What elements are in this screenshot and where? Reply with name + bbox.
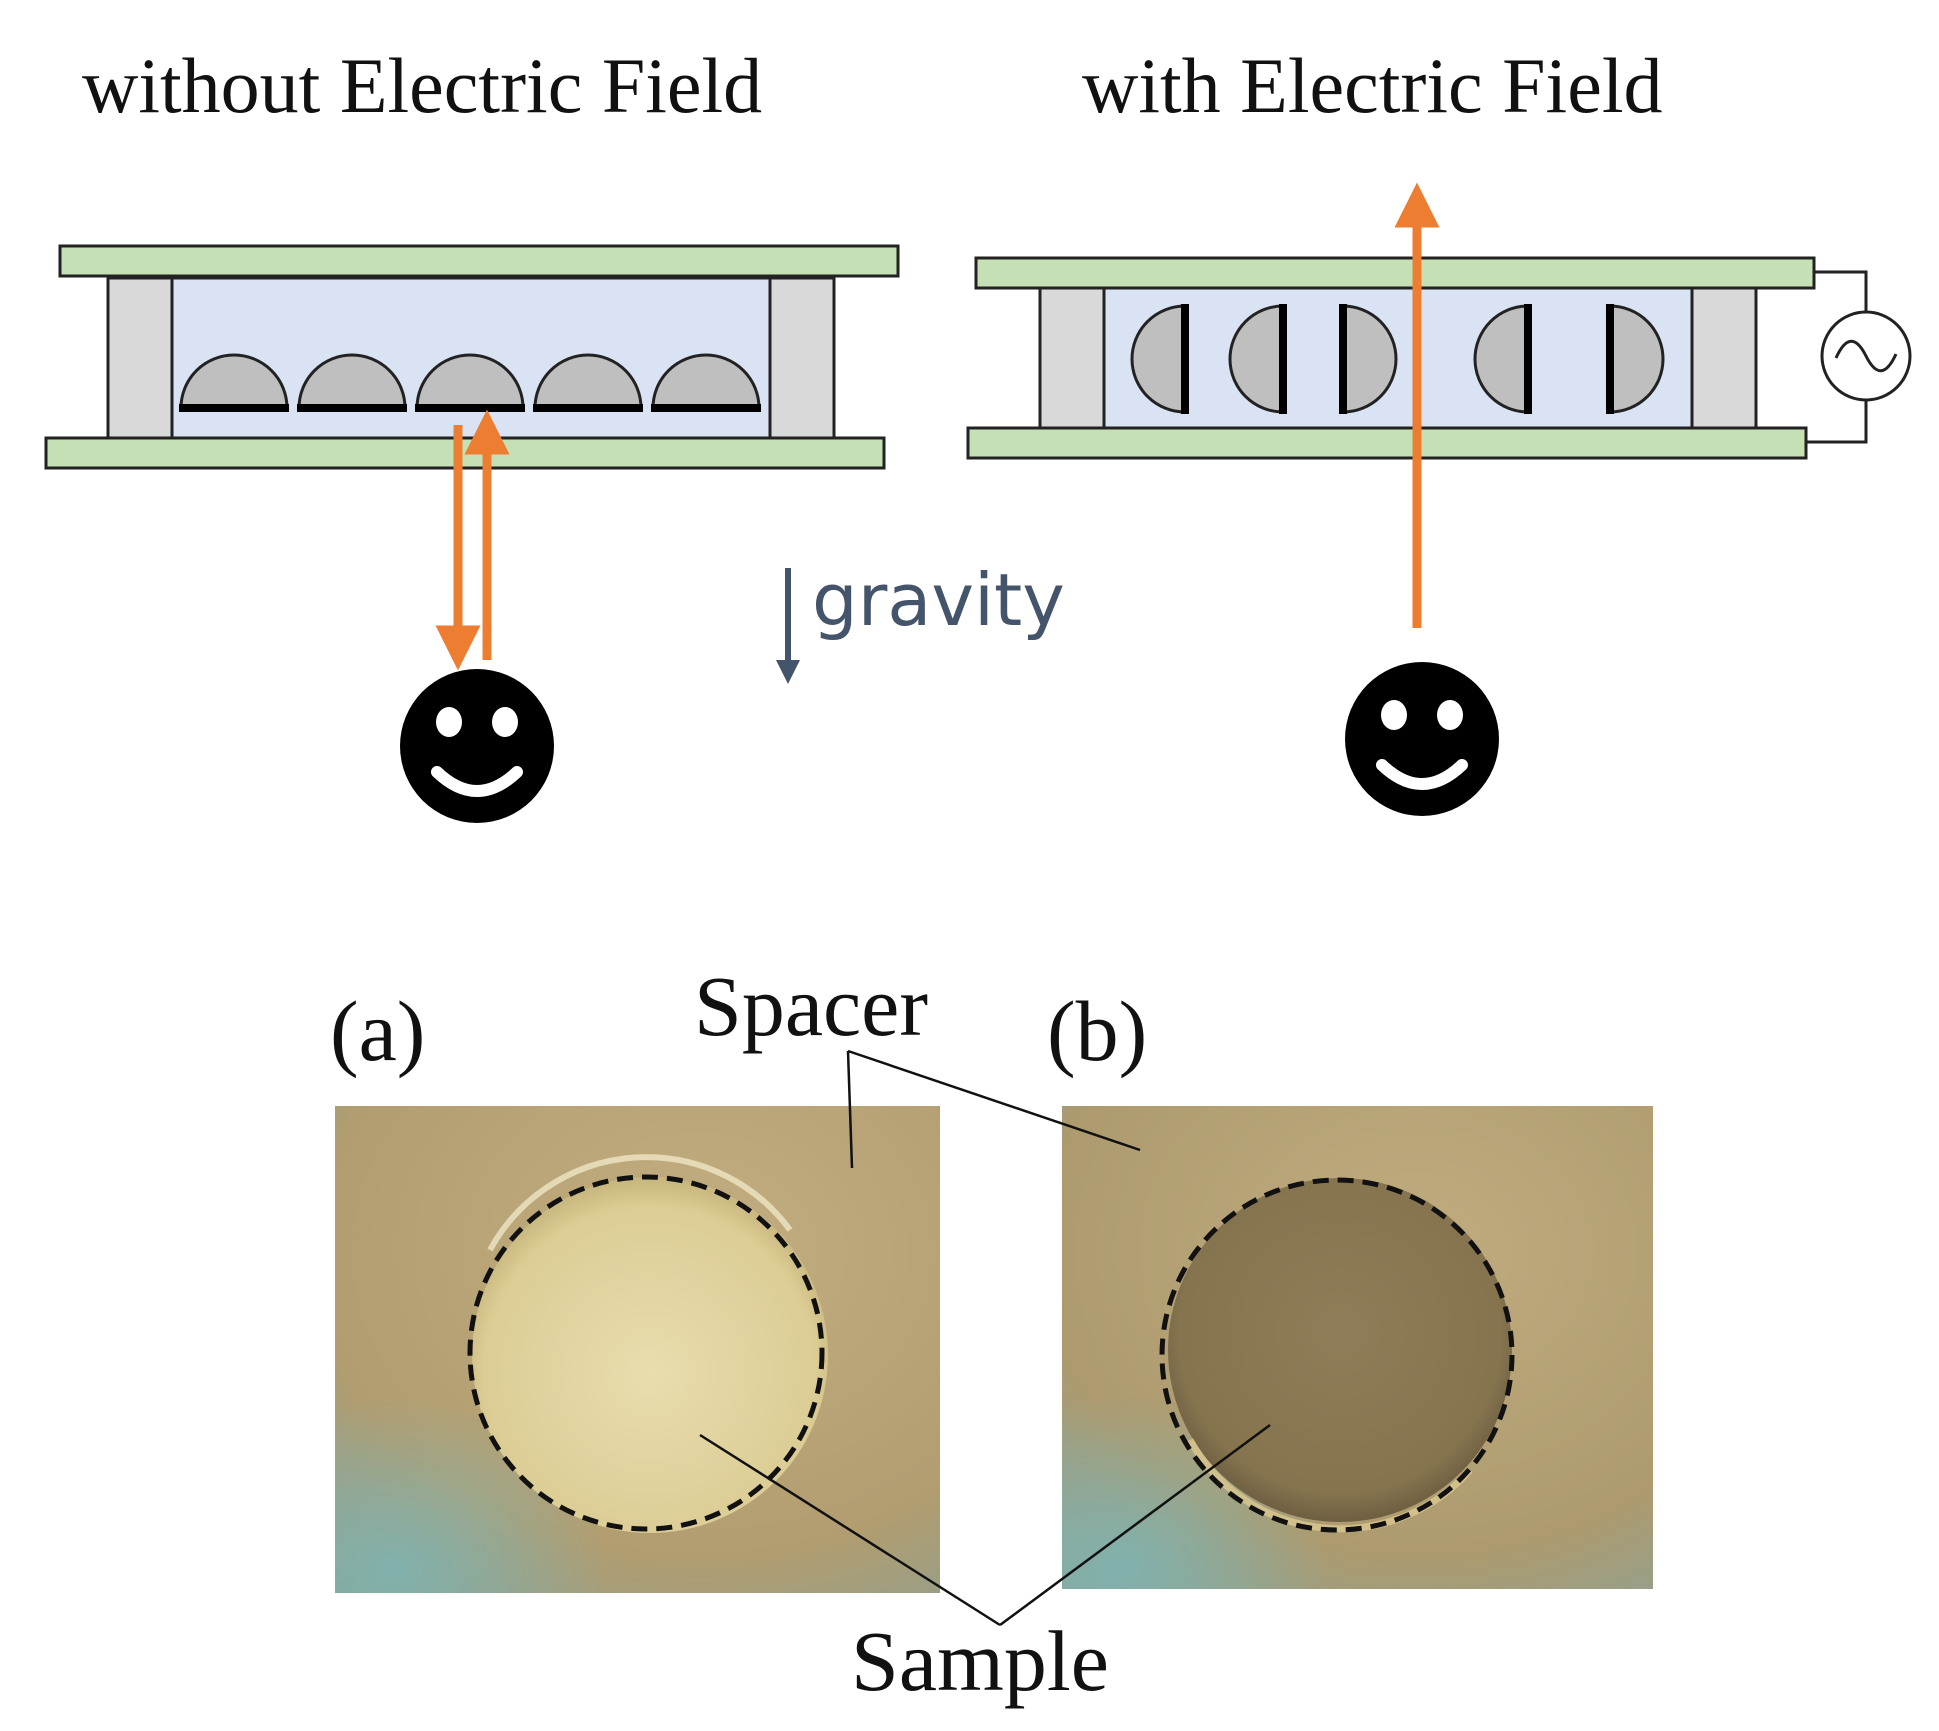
right-spacer-left [1038,286,1106,430]
title-without-electric-field: without Electric Field [82,42,762,129]
photo-label-a: (a) [330,983,425,1079]
particle-upright [1339,304,1398,414]
title-with-electric-field: with Electric Field [1082,42,1663,129]
particle-flat [533,353,643,412]
particle-upright [1473,304,1532,414]
photo-b [1062,1106,1653,1589]
photo-a-sample [472,1177,828,1533]
gravity-label: gravity [812,558,1065,642]
particle-upright [1606,304,1665,414]
right-liquid [1100,286,1696,432]
particle-flat [651,353,761,412]
right-particles [1130,304,1665,414]
sample-leader-lines [699,1423,1271,1627]
right-cell [966,256,1816,460]
photo-b-dashed-outline [1159,1177,1515,1533]
right-spacer-right [1690,286,1758,430]
left-particles [179,353,761,412]
spacer-leader-lines [846,1049,1141,1169]
left-spacer-right [768,276,836,440]
particle-upright [1130,304,1189,414]
photo-label-b: (b) [1047,983,1147,1079]
left-bottom-glass-plate [44,436,886,470]
particle-flat [179,353,289,412]
particle-flat [297,353,407,412]
spacer-label: Spacer [694,958,928,1054]
photo-a [335,1106,940,1593]
sample-label: Sample [851,1613,1109,1709]
smiley-face-icon [400,669,554,823]
smiley-face-icon [1345,662,1499,816]
photo-a-dashed-outline [467,1174,825,1532]
particle-upright [1228,304,1287,414]
particle-flat [415,353,525,412]
left-spacer-left [106,276,174,440]
right-top-glass-plate [974,256,1816,290]
right-bottom-glass-plate [966,426,1808,460]
ac-source-icon [1806,270,1912,444]
left-top-glass-plate [58,244,900,278]
